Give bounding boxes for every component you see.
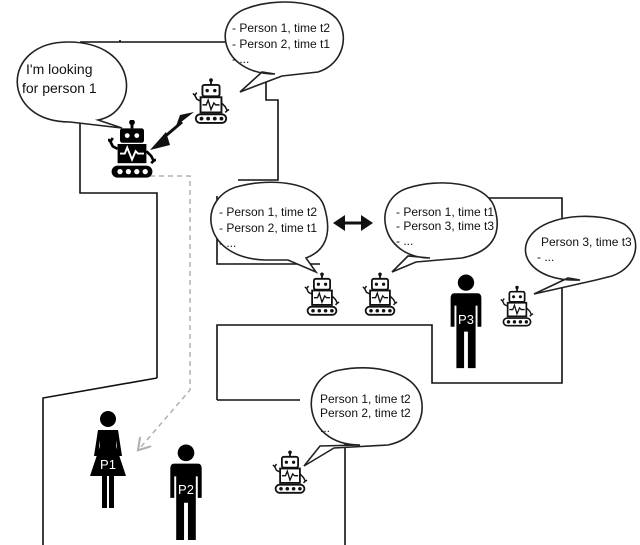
robot-icon: [192, 78, 230, 124]
person-p3: P3: [450, 274, 482, 369]
bubble-seeker-line-1: I'm looking: [26, 61, 92, 77]
person-p3-label: P3: [458, 312, 474, 327]
robot-icon: [304, 271, 340, 316]
dashed-path-arrow: [140, 175, 191, 448]
person-p2: P2: [170, 444, 202, 541]
robot-icon: [272, 449, 308, 494]
robot-icon: [108, 120, 156, 180]
bubble-mid-left-line-3: - ...: [219, 236, 236, 250]
bubble-mid-center-line-2: - Person 3, time t3: [396, 219, 494, 233]
bubble-far-right-line-2: - ...: [537, 250, 554, 264]
floor-plan: [42, 40, 563, 545]
bubble-far-right-line-1: Person 3, time t3: [541, 235, 632, 249]
bubble-top-right-line-3: - ...: [232, 52, 249, 66]
bubble-bottom: Person 1, time t2 Person 2, time t2 ...: [303, 367, 423, 467]
person-p1: P1: [90, 411, 126, 508]
bubble-mid-center-line-3: - ...: [396, 234, 413, 248]
double-arrow-icon: [150, 112, 194, 150]
robot-icon: [362, 271, 398, 316]
bubble-mid-center-line-1: - Person 1, time t1: [396, 205, 494, 219]
bubble-mid-left-line-2: - Person 2, time t1: [219, 221, 317, 235]
bubble-mid-left-line-1: - Person 1, time t2: [219, 205, 317, 219]
person-p2-label: P2: [178, 482, 194, 497]
person-p1-label: P1: [100, 457, 116, 472]
double-arrow-icon: [333, 215, 373, 231]
robot-icon: [500, 284, 534, 327]
bubble-top-right-line-1: - Person 1, time t2: [232, 21, 330, 35]
bubble-top-right-line-2: - Person 2, time t1: [232, 37, 330, 51]
bubble-mid-left: - Person 1, time t2 - Person 2, time t1 …: [210, 181, 329, 274]
bubble-bottom-line-3: ...: [320, 421, 330, 435]
bubble-top-right: - Person 1, time t2 - Person 2, time t1 …: [224, 1, 345, 93]
bubble-mid-center: - Person 1, time t1 - Person 3, time t3 …: [384, 182, 498, 273]
bubble-seeker: I'm looking for person 1: [16, 41, 128, 129]
bubble-bottom-line-2: Person 2, time t2: [320, 406, 411, 420]
bubble-far-right: Person 3, time t3 - ...: [524, 215, 637, 295]
bubble-bottom-line-1: Person 1, time t2: [320, 392, 411, 406]
bubble-seeker-line-2: for person 1: [22, 80, 97, 96]
